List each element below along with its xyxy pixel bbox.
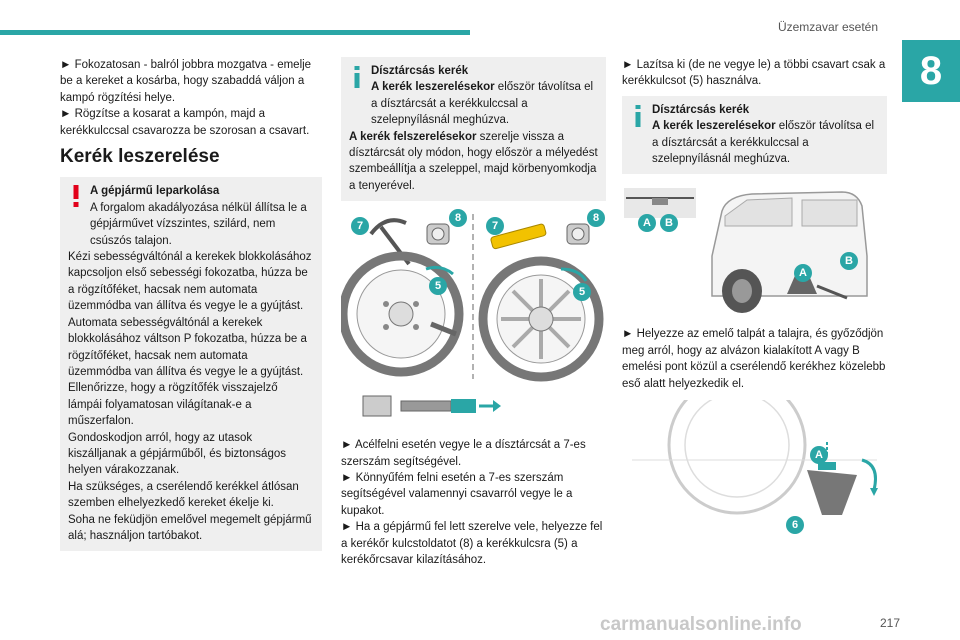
jack-shape-detail xyxy=(807,470,857,516)
info-line2-bold: A kerék felszerelésekor xyxy=(349,130,477,143)
van-jack-svg xyxy=(624,188,868,314)
info-icon xyxy=(635,104,641,127)
badge-wrench-5-right: 5 xyxy=(573,283,591,302)
intro-step-2: ► Rögzítse a kosarat a kampón, majd a ke… xyxy=(60,108,310,137)
badge-jack-6-label: 6 xyxy=(791,518,799,531)
section-heading: Kerék leszerelése xyxy=(60,146,220,168)
info-line1-rest: először távolítsa el a dísztárcsát a ker… xyxy=(371,81,594,127)
info-box-hubcap: Dísztárcsás kerék A kerék leszerelésekor… xyxy=(341,57,606,202)
col2-steps: ► Acélfelni esetén vegye le a dísztárcsá… xyxy=(341,437,606,568)
badge-point-a-inset: A xyxy=(638,214,656,233)
alloy-wheel-tire xyxy=(478,256,604,382)
column-3: ► Lazítsa ki (de ne vegye le) a többi cs… xyxy=(622,57,887,535)
badge-b-label: B xyxy=(845,255,853,268)
badge-b-inset-label: B xyxy=(665,217,673,230)
warning-para-3: Automata sebességváltónál a kerekek blok… xyxy=(68,316,307,378)
yellow-tool-shape xyxy=(490,223,547,250)
badge-lock-8-right-label: 8 xyxy=(592,212,600,225)
badge-point-a: A xyxy=(794,264,812,283)
info-box-hubcap-2: Dísztárcsás kerék A kerék leszerelésekor… xyxy=(622,95,887,175)
column-2: Dísztárcsás kerék A kerék leszerelésekor… xyxy=(338,57,606,569)
badge-lock-8: 8 xyxy=(449,209,467,228)
badge-point-b-inset: B xyxy=(660,214,678,233)
hook-tool-shape xyxy=(369,218,407,236)
badge-jack-6: 6 xyxy=(786,516,804,535)
badge-a-inset-label: A xyxy=(643,217,651,230)
badge-lock-8-right: 8 xyxy=(587,209,605,228)
warning-para-6: Ha szükséges, a cserélendő kerékkel átló… xyxy=(68,480,299,510)
steel-wheel-tire xyxy=(338,251,464,377)
wheel-tools-illustration: 7 8 7 8 5 5 xyxy=(338,209,606,431)
info-title-2: Dísztárcsás kerék xyxy=(652,103,750,116)
wheel-tools-svg xyxy=(338,214,604,417)
warning-para-5: Gondoskodjon arról, hogy az utasok kiszá… xyxy=(68,431,286,477)
badge-wrench-5-right-label: 5 xyxy=(578,286,586,299)
warning-para-7: Soha ne feküdjön emelővel megemelt gépjá… xyxy=(68,513,312,542)
badge-point-a-detail: A xyxy=(810,446,828,465)
info-icon xyxy=(354,66,360,88)
warning-para-2: Kézi sebességváltónál a kerekek blokkolá… xyxy=(68,251,312,313)
step-loosen-bolts: ► Lazítsa ki (de ne vegye le) a többi cs… xyxy=(622,59,886,88)
badge-lock-8-label: 8 xyxy=(454,212,462,225)
info2-line1-bold: A kerék leszerelésekor xyxy=(652,120,776,133)
page-header-title: Üzemzavar esetén xyxy=(777,20,878,34)
badge-wrench-5: 5 xyxy=(429,277,447,296)
badge-a-detail-label: A xyxy=(815,448,823,461)
warning-box: A gépjármű leparkolása A forgalom akadál… xyxy=(60,177,322,552)
info-title: Dísztárcsás kerék xyxy=(371,65,469,77)
badge-point-b: B xyxy=(840,252,858,271)
badge-tool-7: 7 xyxy=(351,217,369,236)
column-1: ► Fokozatosan - balról jobbra mozgatva -… xyxy=(60,57,322,552)
info-line1-bold: A kerék leszerelésekor xyxy=(371,81,495,94)
jack-detail-svg xyxy=(632,375,878,516)
info-line2-rest: szerelje vissza a dísztárcsát oly módon,… xyxy=(349,130,598,192)
badge-tool-7-label: 7 xyxy=(356,220,364,233)
header-accent-bar xyxy=(0,30,470,35)
warning-para-1: A forgalom akadályozása nélkül állítsa l… xyxy=(90,201,307,247)
chapter-number: 8 xyxy=(919,48,943,93)
badge-wrench-5-label: 5 xyxy=(434,280,442,293)
intro-step-1: ► Fokozatosan - balról jobbra mozgatva -… xyxy=(60,59,312,104)
lock-nut-shape xyxy=(362,395,392,417)
badge-a-label: A xyxy=(799,267,807,280)
chapter-tab: 8 xyxy=(902,40,960,102)
page-number: 217 xyxy=(879,616,900,630)
step-steel-rim: ► Acélfelni esetén vegye le a dísztárcsá… xyxy=(341,439,586,468)
badge-tool-7-right-label: 7 xyxy=(491,220,499,233)
info2-line1-rest: először távolítsa el a dísztárcsát a ker… xyxy=(652,120,875,166)
warning-para-4: Ellenőrizze, hogy a rögzítőfék visszajel… xyxy=(68,382,278,428)
step-alloy-rim: ► Könnyűfém felni esetén a 7-es szerszám… xyxy=(341,472,573,517)
step-lock-bolt: ► Ha a gépjármű fel lett szerelve vele, … xyxy=(341,521,603,567)
jack-detail-illustration: A 6 xyxy=(622,375,887,535)
watermark: carmanualsonline.info xyxy=(600,614,802,635)
wheel-outline xyxy=(667,375,807,515)
step-position-jack: ► Helyezze az emelő talpát a talajra, és… xyxy=(622,328,886,390)
badge-tool-7-right: 7 xyxy=(486,217,504,236)
warning-title: A gépjármű leparkolása xyxy=(90,185,220,198)
van-jack-illustration: A B A B xyxy=(622,186,887,316)
warning-icon xyxy=(73,185,79,208)
